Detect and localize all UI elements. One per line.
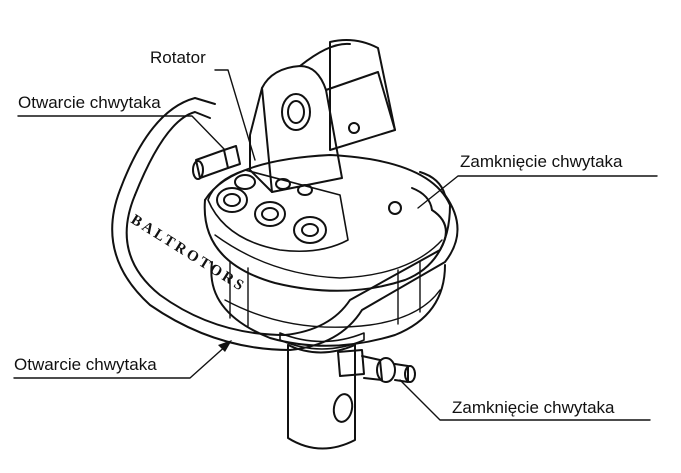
- leader-open-bottom: [13, 343, 229, 379]
- leader-open-top: [17, 115, 226, 151]
- leader-rotator: [214, 69, 256, 161]
- label-rotator: Rotator: [150, 48, 206, 67]
- leader-close-right: [417, 175, 658, 209]
- lower-housing: [210, 261, 446, 347]
- leader-close-bottom: [399, 379, 651, 421]
- arrowhead-open-bottom: [218, 340, 232, 352]
- leader-arrowheads: [218, 340, 232, 352]
- bottom-port-fitting: [337, 349, 416, 383]
- side-fitting: [192, 145, 241, 180]
- label-close-gripper-right: Zamknięcie chwytaka: [460, 152, 623, 171]
- label-open-gripper-top: Otwarcie chwytaka: [18, 93, 161, 112]
- top-mount: [249, 39, 396, 193]
- leader-lines: [13, 69, 658, 421]
- guard-handle: [111, 97, 459, 351]
- shaft: [279, 332, 365, 450]
- label-open-gripper-bottom: Otwarcie chwytaka: [14, 355, 157, 374]
- mid-housing: [203, 154, 451, 292]
- port-face: [207, 169, 402, 253]
- label-close-gripper-bottom: Zamknięcie chwytaka: [452, 398, 615, 417]
